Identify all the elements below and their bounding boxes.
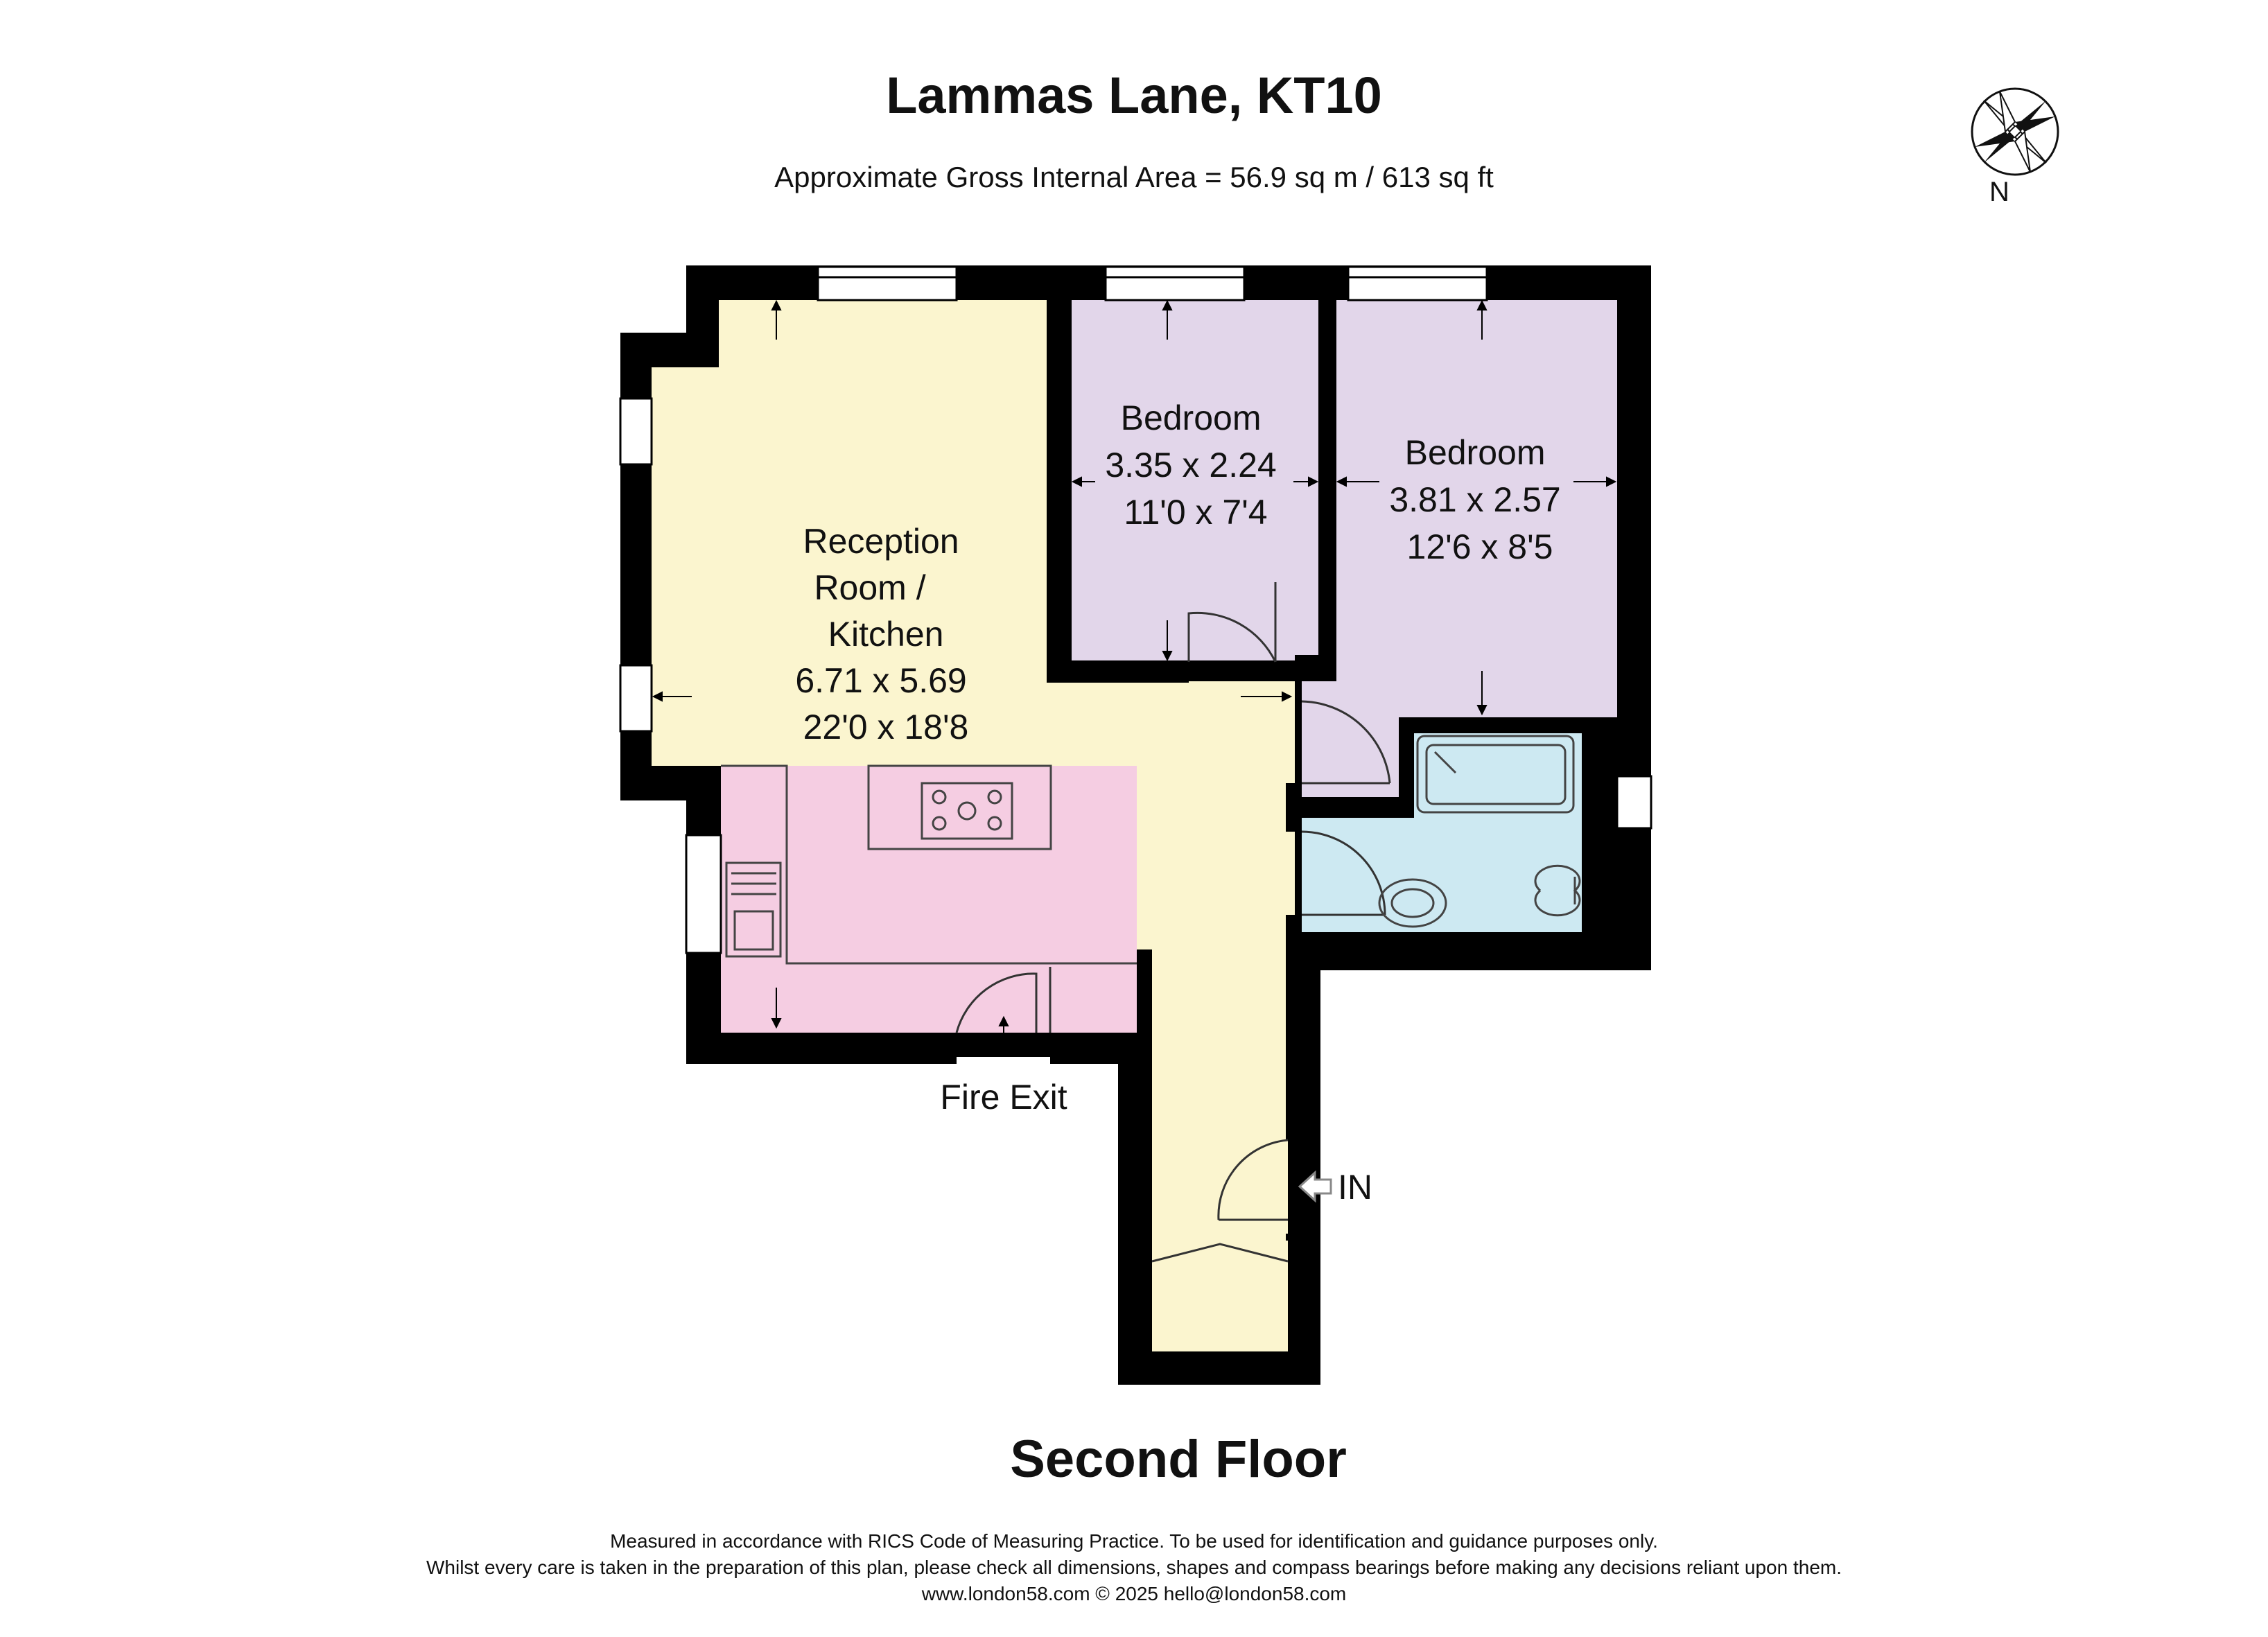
bathroom-fill (1302, 733, 1582, 932)
footer-disclaimer-1: Measured in accordance with RICS Code of… (610, 1530, 1658, 1552)
hob (921, 782, 1013, 840)
floor-name: Second Floor (1010, 1430, 1347, 1489)
kitchen-island (867, 764, 1052, 850)
worktop (721, 764, 1137, 965)
entrance-label: IN (1338, 1168, 1372, 1207)
kitchen-fixtures (721, 764, 1137, 965)
entrance-arrow-icon (1298, 1170, 1332, 1203)
bath (1416, 735, 1575, 814)
gross-internal-area: Approximate Gross Internal Area = 56.9 s… (774, 161, 1494, 193)
compass-rose-icon (1971, 87, 2059, 176)
windows (619, 265, 1652, 954)
bedroom-2-fill (1302, 300, 1617, 797)
bedroom-1-fill (1072, 300, 1318, 660)
compass-north-label: N (1989, 177, 2009, 207)
bedroom-2-label: Bedroom 3.81 x 2.57 12'6 x 8'5 (1389, 433, 1570, 566)
bedroom-1-label: Bedroom 3.35 x 2.24 11'0 x 7'4 (1105, 399, 1286, 532)
basin (1378, 878, 1447, 928)
room-fills (652, 300, 1617, 1351)
bathroom-fixtures (1378, 735, 1581, 928)
toilet (1534, 864, 1581, 917)
dimension-arrows (652, 299, 1617, 1053)
reception-room-label: Reception Room / Kitchen 6.71 x 5.69 22'… (795, 522, 976, 746)
fire-exit-label: Fire Exit (940, 1078, 1067, 1117)
sink (725, 861, 782, 958)
doors (955, 582, 1391, 1263)
internal-walls (686, 295, 1651, 1241)
kitchen-area-fill (721, 766, 1137, 1033)
footer-contact: www.london58.com © 2025 hello@london58.c… (921, 1583, 1347, 1604)
footer-disclaimer-2: Whilst every care is taken in the prepar… (426, 1557, 1842, 1578)
plan-title: Lammas Lane, KT10 (886, 67, 1382, 124)
reception-room-fill (652, 300, 1295, 1351)
